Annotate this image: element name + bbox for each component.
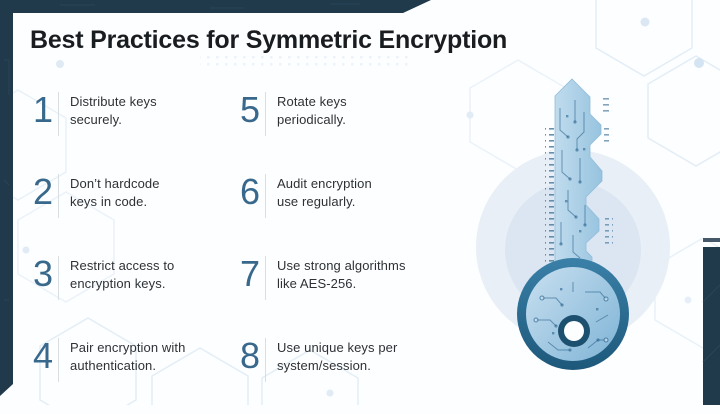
list-item: 1 Distribute keys securely. bbox=[32, 86, 239, 168]
bow-circuit-nodes bbox=[533, 288, 609, 352]
item-divider bbox=[58, 256, 59, 300]
item-divider bbox=[265, 256, 266, 300]
best-practices-list: 1 Distribute keys securely. 2 Don’t hard… bbox=[32, 86, 406, 414]
item-number: 5 bbox=[239, 89, 261, 130]
list-item: 7 Use strong algorithms like AES-256. bbox=[239, 250, 406, 332]
shaft-circuit-traces bbox=[559, 100, 586, 259]
item-text: Don’t hardcode keys in code. bbox=[70, 176, 160, 209]
right-accent-block bbox=[703, 247, 720, 405]
frame-top-band bbox=[0, 0, 431, 13]
slide-canvas: Best Practices for Symmetric Encryption … bbox=[0, 0, 720, 405]
list-item: 6 Audit encryption use regularly. bbox=[239, 168, 406, 250]
list-item: 8 Use unique keys per system/session. bbox=[239, 332, 406, 414]
item-number: 2 bbox=[32, 171, 54, 212]
item-number: 7 bbox=[239, 253, 261, 294]
item-divider bbox=[58, 338, 59, 382]
list-item: 5 Rotate keys periodically. bbox=[239, 86, 406, 168]
item-text: Pair encryption with authentication. bbox=[70, 340, 186, 373]
item-divider bbox=[58, 174, 59, 218]
item-number: 8 bbox=[239, 335, 261, 376]
item-text: Use unique keys per system/session. bbox=[277, 340, 398, 373]
item-divider bbox=[58, 92, 59, 136]
item-divider bbox=[265, 338, 266, 382]
circuit-key-illustration bbox=[476, 78, 670, 370]
item-divider bbox=[265, 92, 266, 136]
right-accent-dash bbox=[703, 238, 720, 242]
item-text: Restrict access to encryption keys. bbox=[70, 258, 175, 291]
item-number: 6 bbox=[239, 171, 261, 212]
frame-left-band bbox=[0, 0, 13, 396]
list-item: 4 Pair encryption with authentication. bbox=[32, 332, 239, 414]
page-title: Best Practices for Symmetric Encryption bbox=[30, 26, 508, 54]
keyhole-icon bbox=[558, 315, 590, 347]
list-item: 2 Don’t hardcode keys in code. bbox=[32, 168, 239, 250]
item-number: 3 bbox=[32, 253, 54, 294]
item-text: Audit encryption use regularly. bbox=[277, 176, 372, 209]
item-divider bbox=[265, 174, 266, 218]
hexagon-mesh-icon bbox=[0, 0, 720, 405]
item-text: Distribute keys securely. bbox=[70, 94, 157, 127]
right-accent-deco bbox=[702, 284, 720, 363]
item-text: Rotate keys periodically. bbox=[277, 94, 347, 127]
key-bow bbox=[526, 267, 620, 361]
item-number: 1 bbox=[32, 89, 54, 130]
item-text: Use strong algorithms like AES-256. bbox=[277, 258, 406, 291]
shaft-circuit-nodes bbox=[559, 115, 587, 246]
frame-circuit-deco bbox=[3, 3, 360, 301]
list-item: 3 Restrict access to encryption keys. bbox=[32, 250, 239, 332]
item-number: 4 bbox=[32, 335, 54, 376]
